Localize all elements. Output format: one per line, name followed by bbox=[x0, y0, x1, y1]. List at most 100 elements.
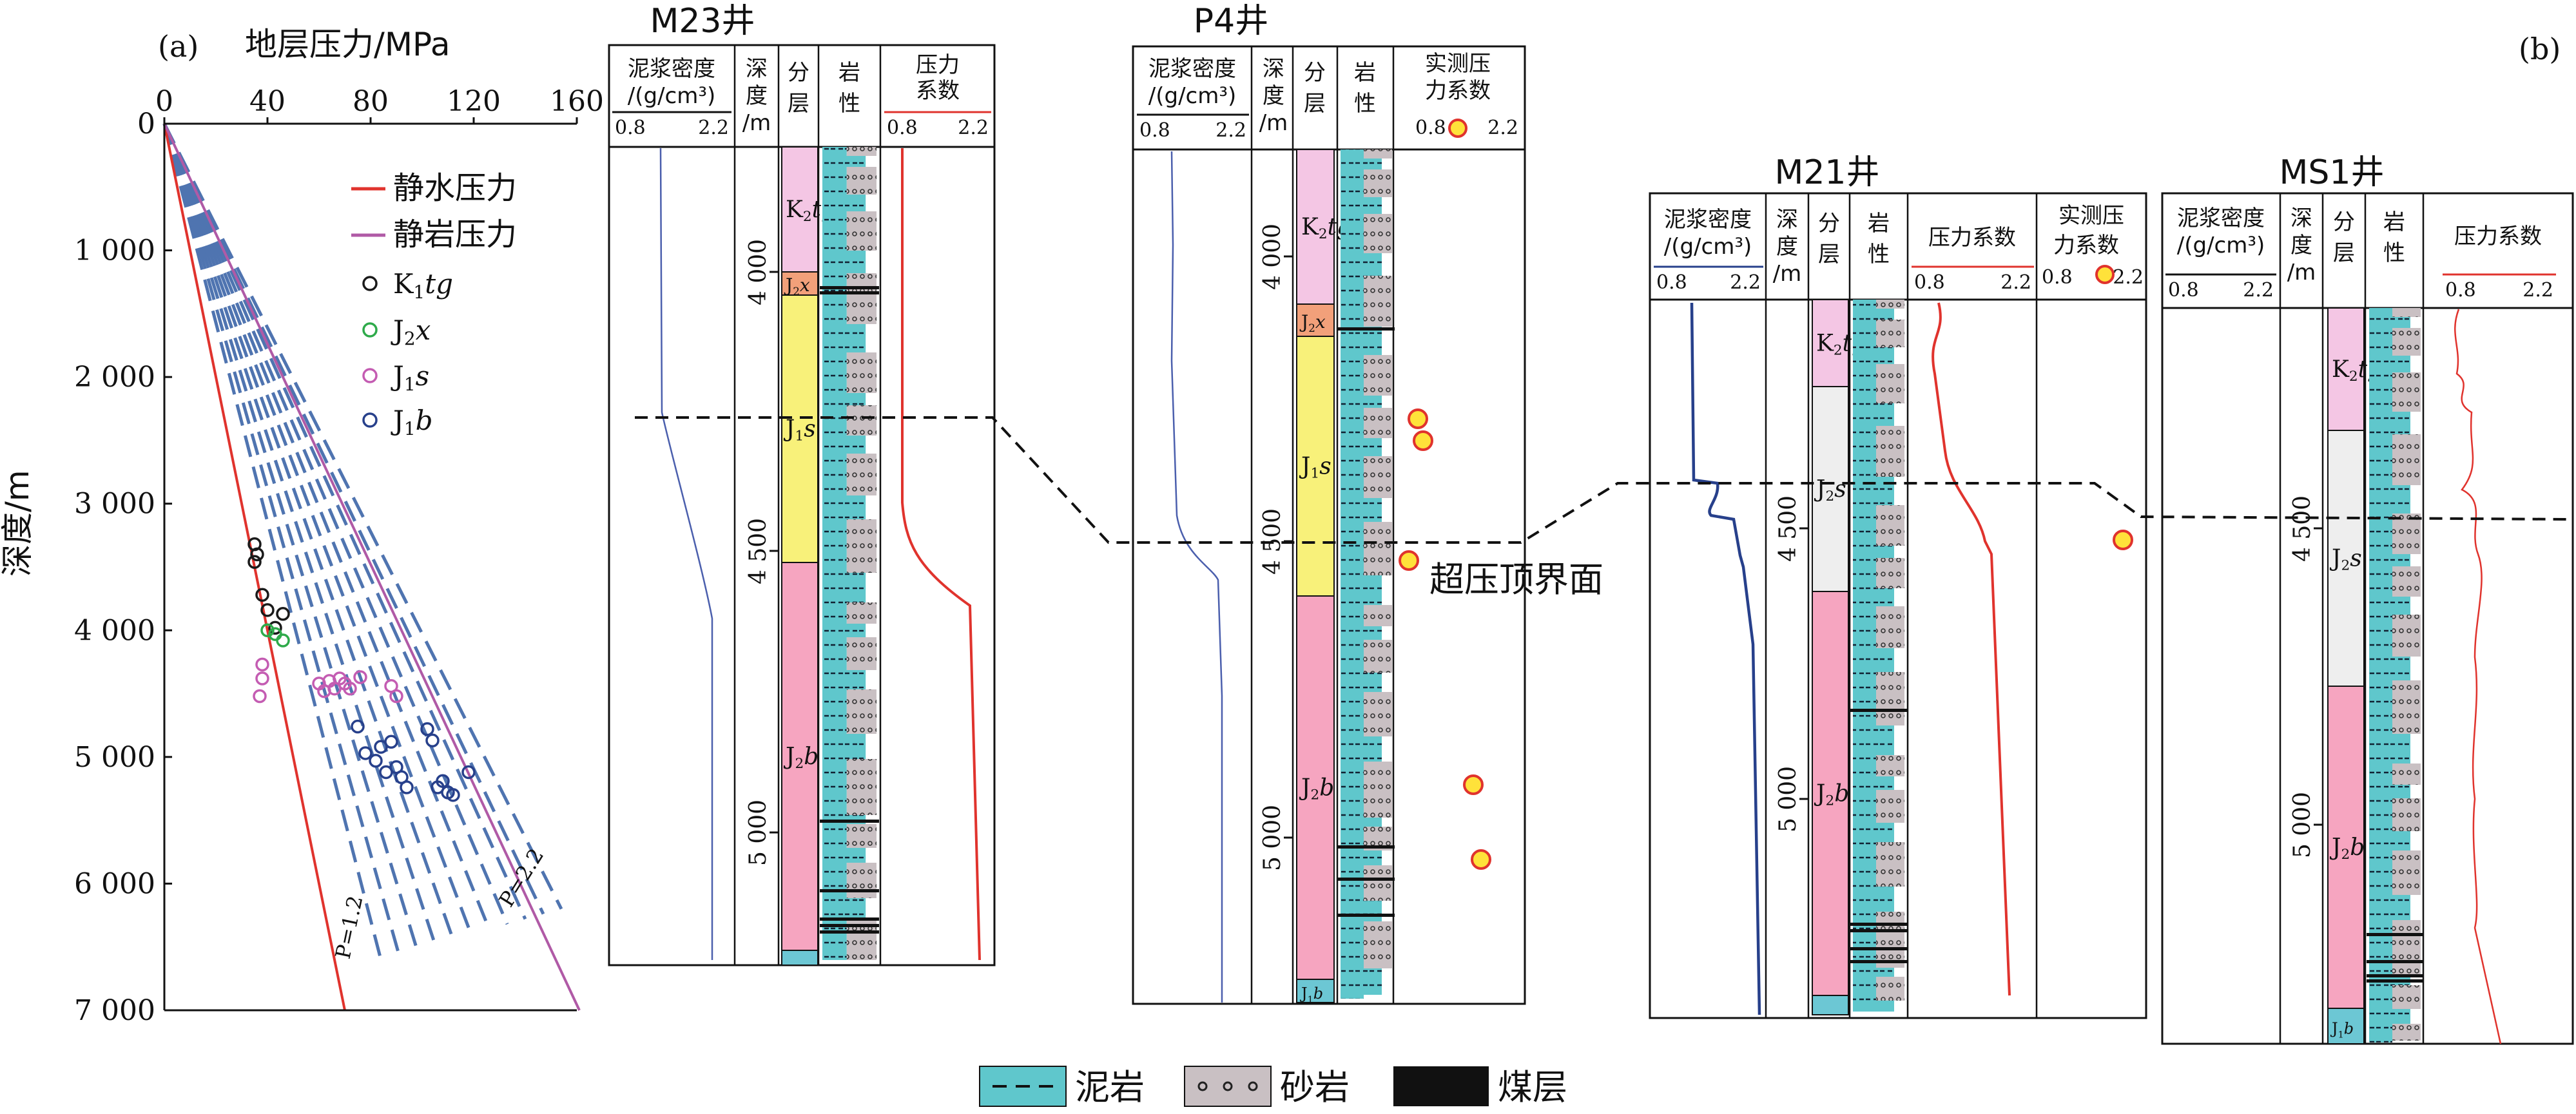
lithology-sandstone bbox=[1364, 214, 1392, 233]
lithology-mudstone bbox=[822, 573, 866, 602]
x-tick-label: 80 bbox=[353, 85, 389, 118]
lithology-sandstone bbox=[1876, 320, 1904, 332]
lithology-mudstone bbox=[2369, 356, 2410, 372]
lithology-sandstone bbox=[846, 211, 876, 230]
column-header: 度 bbox=[746, 83, 768, 109]
column-header: 系数 bbox=[916, 78, 960, 104]
lithology-mudstone bbox=[2369, 317, 2410, 328]
column-header: 力系数 bbox=[1425, 78, 1491, 104]
lithology-sandstone bbox=[1876, 364, 1904, 383]
lithology-mudstone bbox=[2369, 554, 2410, 566]
well-title: MS1井 bbox=[2280, 153, 2385, 192]
lithology-sandstone bbox=[2392, 763, 2421, 773]
column-header: 泥浆密度 bbox=[1148, 56, 1236, 82]
lithology-mudstone bbox=[2369, 785, 2410, 798]
measured-point bbox=[1413, 430, 1433, 451]
lithology-sandstone bbox=[1876, 672, 1904, 698]
coal-seam bbox=[1850, 923, 1907, 926]
column-header: 性 bbox=[838, 91, 860, 117]
y-tick-label: 3 000 bbox=[74, 488, 155, 521]
lithology-mudstone bbox=[1853, 588, 1894, 606]
measured-legend-dot bbox=[1448, 119, 1467, 138]
column-header: 岩 bbox=[2383, 209, 2405, 235]
lithology-mudstone bbox=[1341, 253, 1382, 276]
column-header: /(g/cm³) bbox=[1664, 234, 1752, 260]
lithology-sandstone bbox=[846, 711, 876, 734]
legend-a: 静水压力 静岩压力 K1tg J2x J1s J1b bbox=[351, 170, 517, 439]
lithology-mudstone bbox=[1853, 776, 1894, 790]
coefficient-line bbox=[162, 123, 491, 930]
measured-point bbox=[2113, 530, 2133, 550]
lithology-sandstone bbox=[1876, 842, 1904, 863]
data-point bbox=[351, 719, 365, 734]
legend-sandstone-label: 砂岩 bbox=[1280, 1067, 1350, 1108]
lithology-sandstone bbox=[846, 919, 876, 941]
legend-j1s-label: J1s bbox=[391, 360, 429, 395]
lithology-mudstone bbox=[1341, 149, 1364, 999]
lithology-mudstone bbox=[822, 324, 866, 352]
coefficient-line bbox=[162, 122, 563, 910]
label-p-low: P=1.2 bbox=[331, 894, 368, 961]
y-tick-label: 1 000 bbox=[74, 235, 155, 267]
lithology-sandstone bbox=[846, 419, 876, 436]
coal-seam bbox=[1850, 947, 1907, 950]
data-point bbox=[420, 722, 434, 736]
lithology-mudstone bbox=[1853, 1001, 1894, 1012]
lithology-mudstone bbox=[1853, 968, 1894, 977]
well-frame bbox=[2161, 192, 2574, 1045]
column-header: 深 bbox=[1263, 56, 1284, 82]
legend-coal-swatch bbox=[1393, 1066, 1489, 1106]
lithology-sandstone bbox=[846, 474, 876, 495]
column-header: 度 bbox=[1776, 234, 1798, 260]
p4-scale-max: 2.2 bbox=[1487, 117, 1518, 139]
data-point bbox=[400, 780, 414, 794]
lithology-sandstone bbox=[2392, 635, 2421, 657]
panel-b-tag: (b) bbox=[2519, 32, 2561, 66]
layer-block bbox=[1296, 595, 1335, 980]
lithology-mudstone bbox=[1341, 575, 1382, 605]
column-header: 分 bbox=[1818, 211, 1840, 236]
layer-block bbox=[1296, 979, 1335, 1003]
y-axis-title: 深度/m bbox=[0, 470, 36, 577]
lithology-sandstone bbox=[846, 352, 876, 383]
layer-block bbox=[781, 271, 818, 296]
layer-block bbox=[781, 146, 818, 273]
lithology-mudstone bbox=[1853, 309, 1894, 320]
lithology-sandstone bbox=[1364, 456, 1392, 476]
layer-block bbox=[1812, 995, 1849, 1015]
layer-label: J1b bbox=[2330, 1020, 2354, 1041]
overpressure-top-label: 超压顶界面 bbox=[1429, 559, 1603, 600]
lithology-mudstone bbox=[1853, 546, 1894, 558]
lithology-sandstone bbox=[846, 786, 876, 815]
legend-j2x-marker bbox=[362, 322, 378, 338]
legend-j2x-label: J2x bbox=[391, 314, 431, 349]
lithology-sandstone bbox=[2392, 872, 2421, 895]
lithology-sandstone bbox=[1364, 182, 1392, 197]
legend-sandstone-dot2 bbox=[1223, 1081, 1233, 1091]
lithology-sandstone bbox=[2392, 566, 2421, 581]
data-point bbox=[253, 689, 267, 704]
layer-block bbox=[781, 294, 818, 563]
column-header: 层 bbox=[2333, 240, 2355, 266]
lithology-sandstone bbox=[1876, 535, 1904, 546]
y-tick-label: 7 000 bbox=[74, 994, 155, 1027]
coal-seam bbox=[1338, 327, 1395, 331]
lithology-sandstone bbox=[1364, 827, 1392, 838]
lithology-sandstone bbox=[1364, 605, 1392, 615]
lithology-sandstone bbox=[846, 383, 876, 393]
lithology-sandstone bbox=[1364, 149, 1392, 158]
column-header: 泥浆密度 bbox=[2177, 206, 2265, 231]
lithology-sandstone bbox=[1876, 988, 1904, 1001]
lithology-sandstone bbox=[2392, 341, 2421, 356]
lithology-sandstone bbox=[846, 602, 876, 612]
lithology-mudstone bbox=[822, 734, 866, 759]
lithology-sandstone bbox=[846, 454, 876, 474]
layer-block bbox=[1296, 336, 1335, 597]
lithology-mudstone bbox=[822, 251, 866, 273]
lithology-mudstone bbox=[2369, 412, 2410, 434]
coefficient-line bbox=[162, 123, 473, 935]
